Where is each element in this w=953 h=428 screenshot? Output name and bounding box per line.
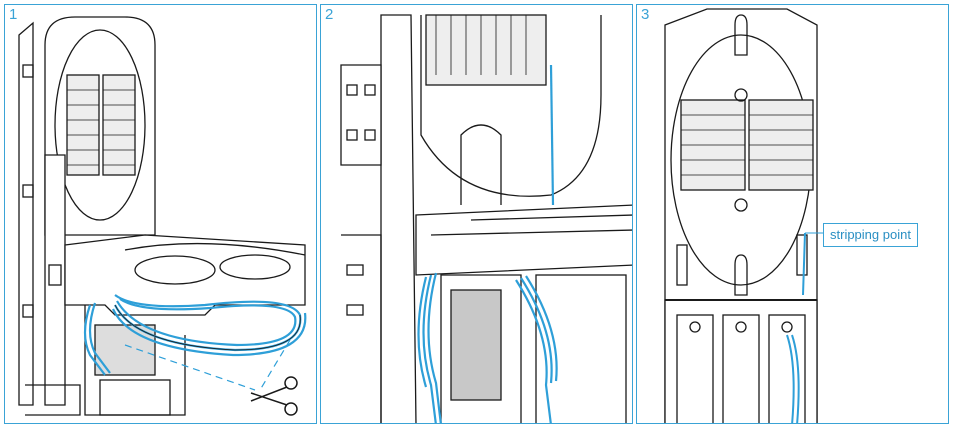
- step-number-2: 2: [325, 6, 334, 23]
- scissors-icon: [250, 376, 298, 416]
- fiber-bundle: [417, 64, 558, 423]
- fiber-line: [786, 232, 806, 423]
- step-3-illustration: [664, 8, 823, 423]
- step-number-1: 1: [9, 6, 18, 23]
- stripping-point-callout: stripping point: [823, 223, 918, 247]
- step-panel-1: 1: [4, 4, 317, 424]
- step-1-illustration: [18, 16, 307, 416]
- step-number-3: 3: [641, 6, 650, 23]
- step-2-illustration: [340, 14, 632, 423]
- step-panel-3: 3: [636, 4, 949, 424]
- step-panel-2: 2: [320, 4, 633, 424]
